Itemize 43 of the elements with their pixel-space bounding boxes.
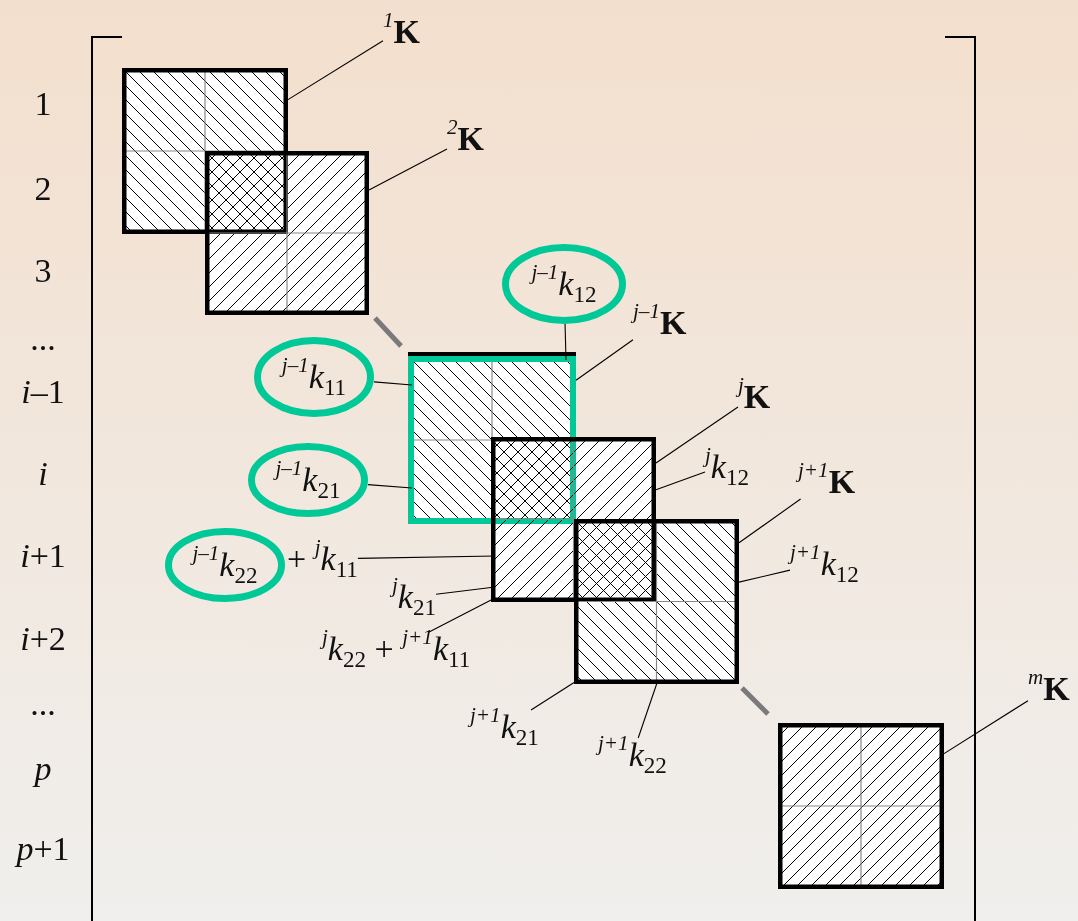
entry-label: $^{j+1}$k$_{22}$ xyxy=(598,738,667,772)
circled-entry-label: $^{j–1}$k$_{11}$ xyxy=(254,337,374,417)
row-label: p+1 xyxy=(13,832,71,866)
circled-entry-label: $^{j–1}$k$_{22}$ xyxy=(165,528,285,602)
row-label: 1 xyxy=(33,87,53,121)
entry-label: $^{1}$K xyxy=(383,15,420,49)
leader-line xyxy=(655,406,739,464)
entry-label: $^{j+1}$k$_{12}$ xyxy=(790,547,859,581)
leader-line xyxy=(575,339,634,381)
entry-label: $^{j+1}$k$_{21}$ xyxy=(470,710,539,744)
entry-label: $^{j}$k$_{21}$ xyxy=(392,580,437,614)
leader-line xyxy=(637,679,659,739)
leader-line xyxy=(368,148,448,191)
row-label: ... xyxy=(29,322,57,356)
row-label: p xyxy=(31,752,53,786)
leader-line xyxy=(655,471,706,491)
entry-label: $^{j}$k$_{12}$ xyxy=(705,450,750,484)
entry-label: $^{m}$K xyxy=(1028,672,1070,706)
row-label: i+2 xyxy=(19,622,67,656)
leader-line xyxy=(367,484,413,489)
entry-label: $^{j–1}$K xyxy=(633,306,687,340)
entry-label: $^{j}$K xyxy=(738,380,771,414)
leader-line xyxy=(287,40,384,101)
row-label: ... xyxy=(29,687,57,721)
matrix-block xyxy=(574,519,739,684)
leader-line xyxy=(738,498,802,544)
matrix-block xyxy=(205,151,369,315)
row-label: i+1 xyxy=(19,539,67,573)
circled-entry-label: $^{j–1}$k$_{21}$ xyxy=(248,443,368,517)
entry-label: $^{j+1}$K xyxy=(798,465,856,499)
leader-line xyxy=(373,381,413,386)
leader-line xyxy=(738,569,791,583)
entry-label: $^{2}$K xyxy=(447,122,484,156)
leader-line xyxy=(564,323,567,361)
row-label: 3 xyxy=(33,254,53,288)
matrix-block xyxy=(778,723,944,889)
row-label: i–1 xyxy=(20,375,66,409)
entry-label: + $^{j}$k$_{11}$ xyxy=(287,542,358,576)
entry-label: $^{j}$k$_{22}$ + $^{j+1}$k$_{11}$ xyxy=(322,632,471,666)
row-label: i xyxy=(37,457,49,491)
circled-entry-label: $^{j–1}$k$_{12}$ xyxy=(502,244,626,324)
row-label: 2 xyxy=(33,172,53,206)
leader-line xyxy=(943,700,1029,755)
